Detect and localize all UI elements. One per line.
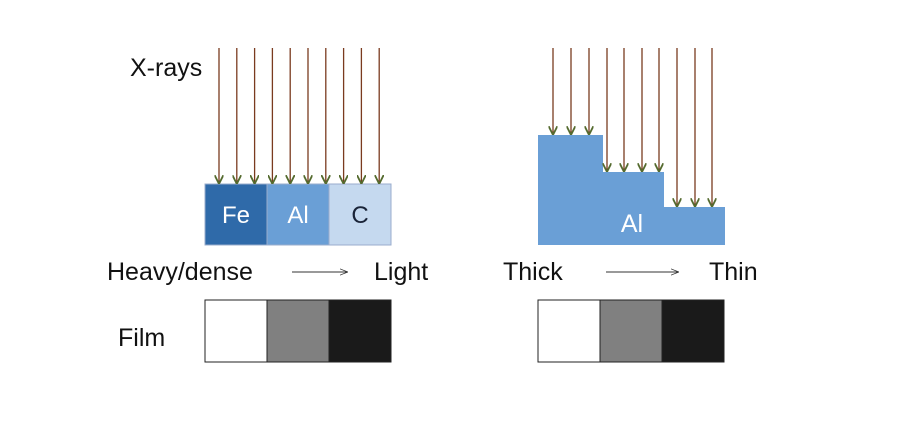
thick-label: Thick (503, 258, 563, 286)
right-film-patch (537, 299, 601, 363)
right-film-patch (661, 299, 725, 363)
material-blocks: Fe Al C (204, 183, 392, 246)
film-strips (204, 299, 725, 363)
left-film-patch (266, 299, 330, 363)
material-label: Fe (222, 202, 250, 229)
heavy-dense-label: Heavy/dense (107, 258, 253, 286)
left-film-patch (328, 299, 392, 363)
film-label: Film (118, 324, 165, 352)
xray-label: X-rays (130, 54, 202, 82)
left-xray-arrows (219, 48, 379, 183)
right-film-patch (599, 299, 663, 363)
left-film-patch (204, 299, 268, 363)
light-label: Light (374, 258, 428, 286)
material-block-al (266, 183, 330, 246)
thin-label: Thin (709, 258, 758, 286)
right-xray-arrows (553, 48, 712, 206)
material-block-c (328, 183, 392, 246)
material-label: Al (287, 202, 308, 229)
material-label: C (351, 202, 368, 229)
material-block-fe (204, 183, 268, 246)
wedge-material-label: Al (621, 210, 643, 238)
aluminum-step-wedge (538, 135, 725, 245)
